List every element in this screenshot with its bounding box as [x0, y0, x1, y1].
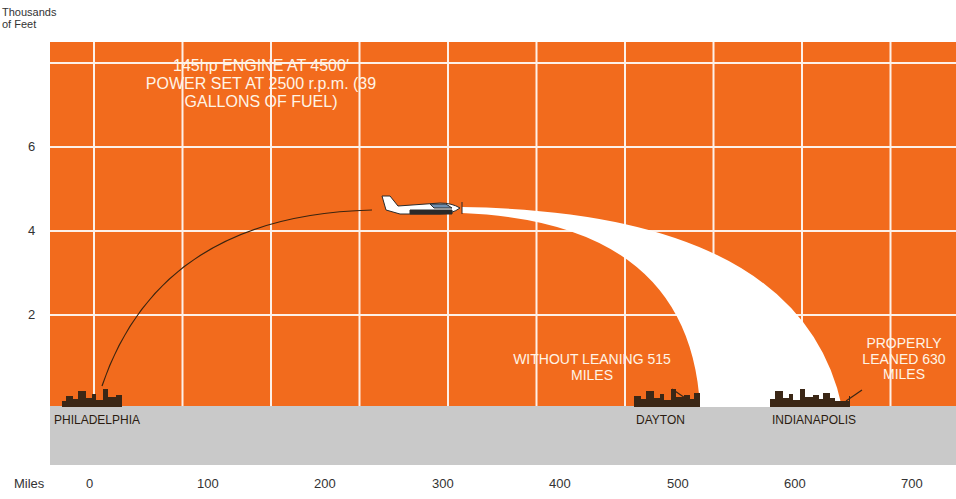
- axis-tick: 0: [86, 477, 93, 492]
- axis-tick: 600: [784, 477, 806, 492]
- axis-title: Thousands of Feet: [2, 6, 66, 31]
- leader-line: [846, 390, 862, 401]
- sky-panel: [50, 42, 956, 408]
- city-skylines: [62, 389, 850, 407]
- range-callout: PROPERLY LEANED 630 MILES: [858, 336, 950, 383]
- range-callout: WITHOUT LEANING 515 MILES: [512, 352, 672, 383]
- axis-tick: 200: [314, 477, 336, 492]
- axis-tick: 4: [28, 224, 35, 239]
- axis-tick: 400: [549, 477, 571, 492]
- city-name: DAYTON: [636, 414, 685, 427]
- axis-tick: 300: [432, 477, 454, 492]
- glide-wedge: [462, 207, 842, 407]
- climb-path: [102, 210, 372, 386]
- axis-title: Miles: [14, 477, 44, 492]
- axis-tick: 2: [28, 308, 35, 323]
- city-name: PHILADELPHIA: [54, 414, 140, 427]
- axis-tick: 700: [901, 477, 923, 492]
- city-name: INDIANAPOLIS: [772, 414, 856, 427]
- grid-lines: [50, 42, 956, 406]
- axis-tick: 6: [28, 140, 35, 155]
- leader-line: [672, 389, 688, 400]
- airplane: [382, 196, 462, 214]
- ground-band: [50, 406, 956, 465]
- axis-tick: 100: [197, 477, 219, 492]
- axis-tick: 500: [667, 477, 689, 492]
- engine-note: 145hp ENGINE AT 4500′ POWER SET AT 2500 …: [145, 57, 377, 111]
